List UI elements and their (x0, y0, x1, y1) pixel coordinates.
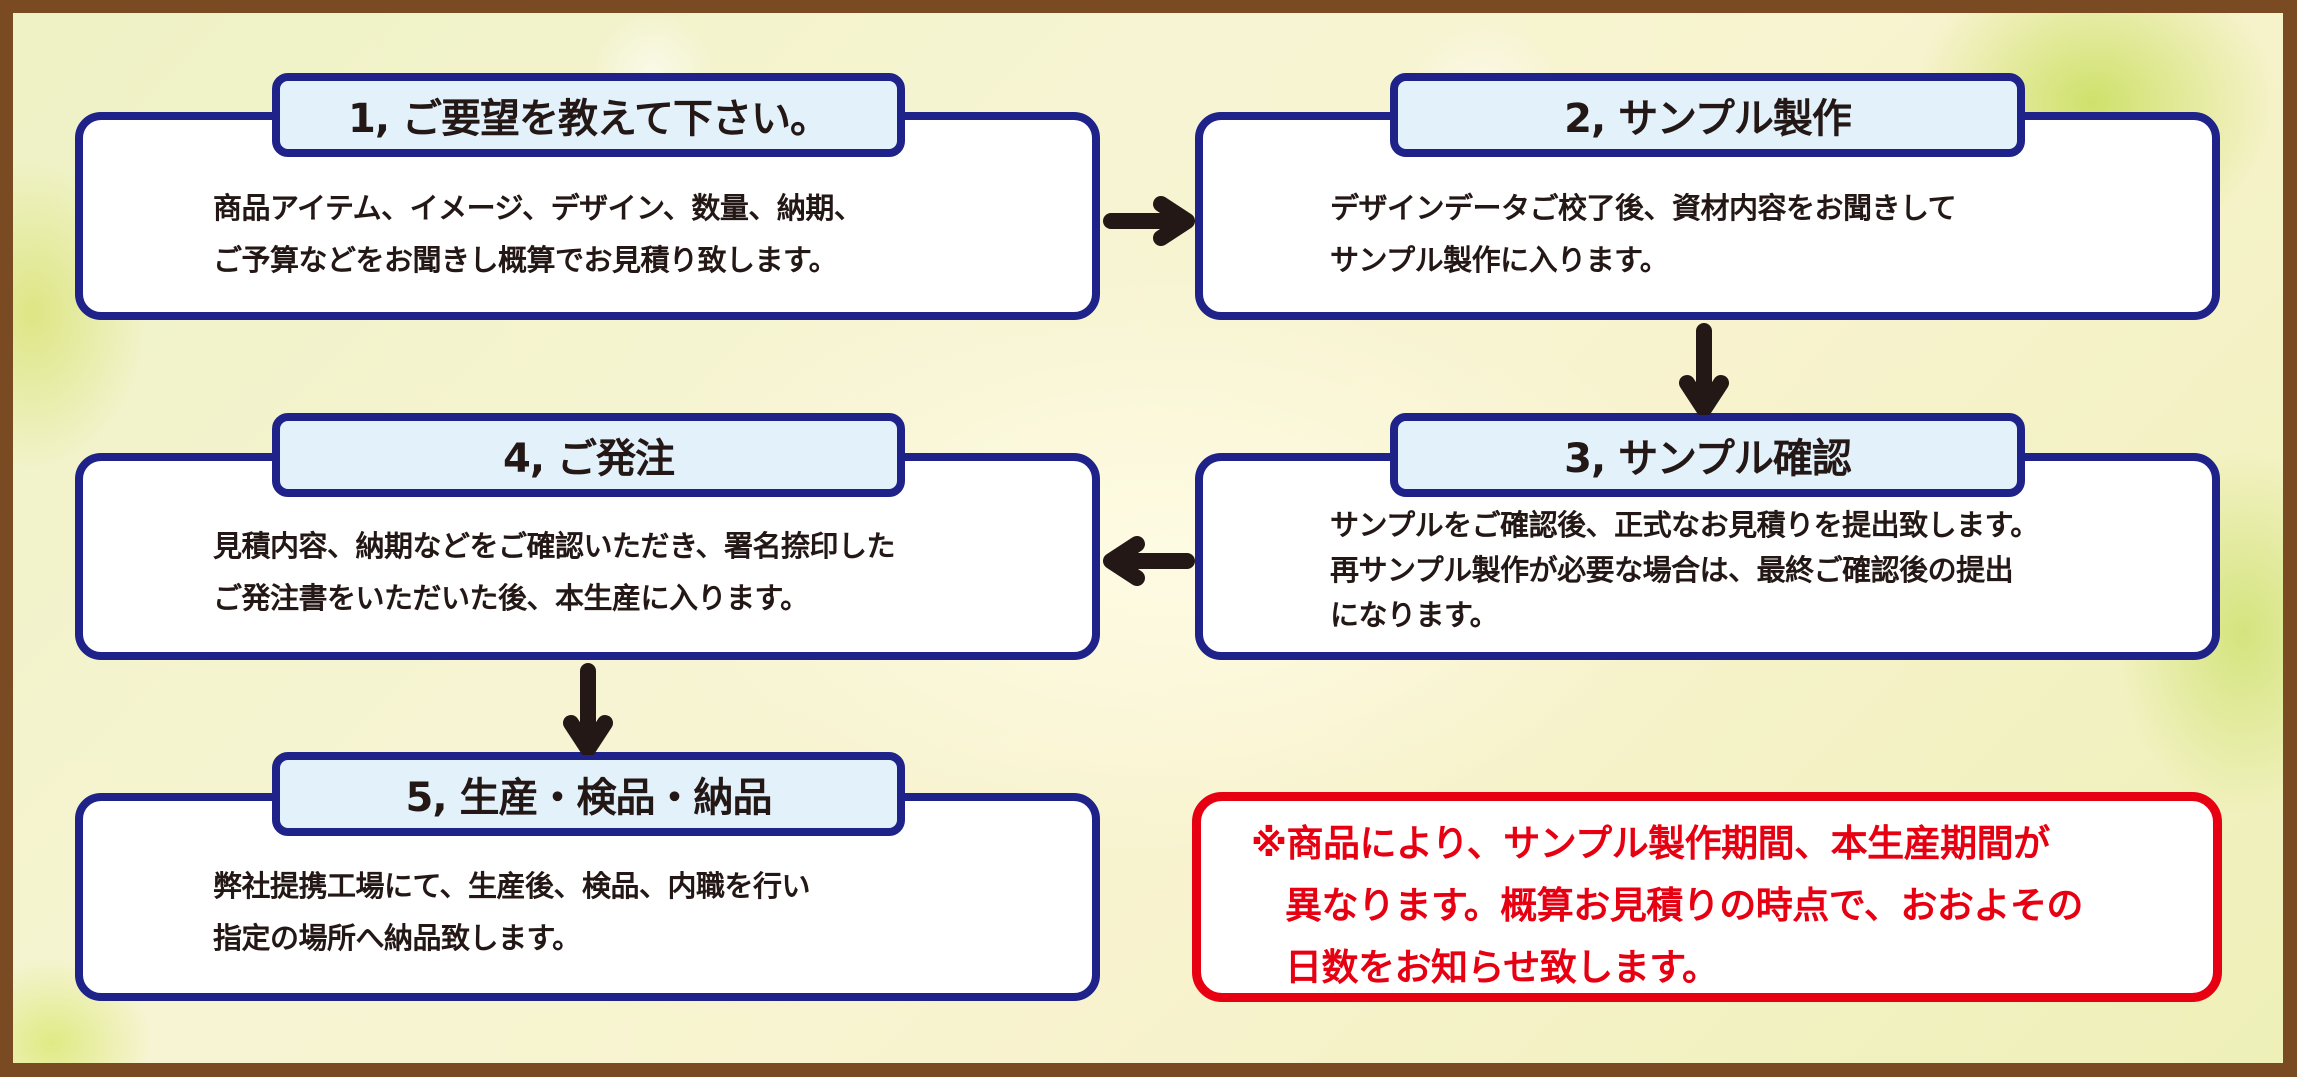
step-3-text-line-3: になります。 (1330, 598, 1499, 632)
arrow-left-icon (1103, 536, 1195, 586)
note-text-line-3: 日数をお知らせ致します。 (1285, 946, 1719, 989)
arrow-down-icon (563, 663, 613, 755)
step-2-text-line-1: デザインデータご校了後、資材内容をお聞きして (1330, 191, 1957, 225)
step-3-text-line-2: 再サンプル製作が必要な場合は、最終ご確認後の提出 (1330, 553, 2014, 587)
step-1-text-line-1: 商品アイテム、イメージ、デザイン、数量、納期、 (213, 191, 863, 225)
step-4-title: 4, ご発注 (272, 413, 905, 497)
step-2-title: 2, サンプル製作 (1390, 73, 2025, 157)
step-2-text-line-2: サンプル製作に入ります。 (1330, 243, 1669, 277)
step-3-text-line-1: サンプルをご確認後、正式なお見積りを提出致します。 (1330, 508, 2039, 542)
arrow-right-icon (1103, 196, 1195, 246)
note-box (1192, 792, 2222, 1002)
note-text-line-2: 異なります。概算お見積りの時点で、おおよその (1285, 884, 2083, 927)
step-1-text-line-2: ご予算などをお聞きし概算でお見積り致します。 (213, 243, 838, 277)
arrow-down-icon (1679, 323, 1729, 415)
step-3-title: 3, サンプル確認 (1390, 413, 2025, 497)
step-4-text-line-2: ご発注書をいただいた後、本生産に入ります。 (213, 581, 809, 615)
step-5-text-line-1: 弊社提携工場にて、生産後、検品、内職を行い (213, 869, 811, 903)
step-5-title: 5, 生産・検品・納品 (272, 752, 905, 836)
step-4-box (75, 453, 1100, 660)
note-text-line-1: ※商品により、サンプル製作期間、本生産期間が (1251, 822, 2050, 865)
step-4-text-line-1: 見積内容、納期などをご確認いただき、署名捺印した (213, 529, 895, 563)
step-1-title: 1, ご要望を教えて下さい。 (272, 73, 905, 157)
flow-diagram-canvas: 1, ご要望を教えて下さい。 商品アイテム、イメージ、デザイン、数量、納期、 ご… (13, 13, 2283, 1063)
step-5-text-line-2: 指定の場所へ納品致します。 (213, 921, 581, 955)
